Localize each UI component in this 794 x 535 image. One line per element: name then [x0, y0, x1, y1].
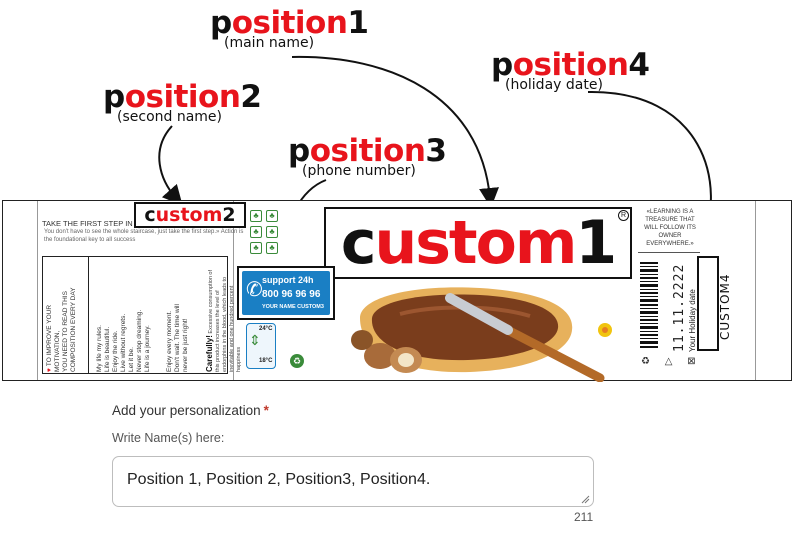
- position2-annotation: position2 (second name): [103, 79, 262, 125]
- personalization-hint: Write Name(s) here:: [112, 431, 225, 445]
- required-asterisk: *: [263, 403, 269, 418]
- eco-icon: ♣: [266, 242, 278, 254]
- barcode: [640, 262, 658, 348]
- rules-text: My life my rules. Life is beautiful. Enj…: [96, 309, 151, 372]
- eco-icon: ♣: [266, 226, 278, 238]
- eco-icon: ♣: [266, 210, 278, 222]
- resize-grip-icon[interactable]: [580, 494, 590, 504]
- bread-spread-illustration: [351, 287, 612, 382]
- personalization-textarea[interactable]: Position 1, Position 2, Position3, Posit…: [112, 456, 594, 507]
- eco-icon: ♣: [250, 226, 262, 238]
- faith-heading: TAKE THE FIRST STEP IN FAITH.: [42, 219, 159, 228]
- arrow-position2: [158, 125, 183, 206]
- custom3-text: YOUR NAME CUSTOM3: [262, 304, 324, 310]
- recycle-icon: ♻: [290, 354, 304, 368]
- personalization-label: Add your personalization*: [112, 403, 269, 418]
- fold-line: [37, 201, 38, 380]
- character-counter: 211: [574, 510, 594, 524]
- support-label: support 24h: [262, 275, 314, 285]
- fold-line: [233, 201, 234, 380]
- registered-mark: R: [618, 210, 629, 221]
- temp-low: 18°C: [259, 358, 273, 364]
- position3-caption: (phone number): [302, 163, 416, 179]
- position4-annotation: position4 (holiday date): [491, 47, 650, 93]
- custom3-phone-box: ✆ support 24h 800 96 96 96 YOUR NAME CUS…: [237, 266, 335, 320]
- phone-number: 800 96 96 96: [262, 289, 321, 300]
- temp-high: 24°C: [259, 326, 273, 332]
- faith-subtext: You don't have to see the whole staircas…: [44, 229, 244, 243]
- disposal-symbols: ♻ △ ⊠: [641, 356, 702, 367]
- panel-divider: [88, 257, 89, 373]
- info-panel: [42, 256, 228, 374]
- fold-line: [755, 201, 756, 380]
- position2-caption: (second name): [117, 109, 223, 125]
- carefully-title: Carefully!: [205, 335, 214, 372]
- position1-caption: (main name): [224, 35, 315, 51]
- eco-icon: ♣: [250, 242, 262, 254]
- holiday-date-caption: Your Holiday date: [688, 289, 697, 352]
- updown-arrow-icon: ⇕: [249, 332, 261, 348]
- phone-icon: ✆: [246, 279, 263, 301]
- position1-annotation: position1 (main name): [210, 5, 369, 51]
- eco-icon: ♣: [250, 210, 262, 222]
- temperature-icon: 24°C ⇕ 18°C: [246, 323, 276, 369]
- carefully-warning: Carefully! Excessive consumption of this…: [205, 267, 243, 372]
- custom4-box: CUSTOM4: [697, 256, 732, 351]
- quote-text: «LEARNING IS A TREASURE THAT WILL FOLLOW…: [644, 209, 696, 247]
- wait-text: Enjoy every moment. Don't wait. The time…: [166, 304, 189, 372]
- holiday-date: 11.11.2222: [672, 263, 687, 352]
- motivation-text: TO IMPROVE YOUR MOTIVATION, YOU NEED TO …: [46, 262, 78, 372]
- position4-caption: (holiday date): [505, 77, 603, 93]
- phone-badge: ✆ support 24h 800 96 96 96 YOUR NAME CUS…: [242, 271, 330, 315]
- quote-divider: [638, 252, 700, 253]
- position3-annotation: position3 (phone number): [288, 133, 447, 179]
